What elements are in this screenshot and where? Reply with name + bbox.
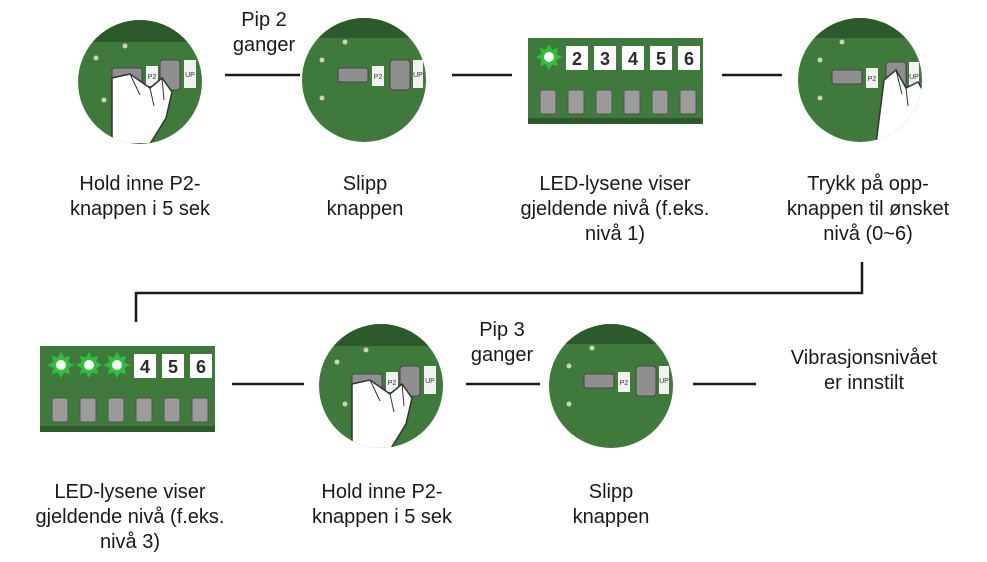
led-lit-icon	[56, 360, 66, 370]
led-number: 4	[140, 357, 150, 377]
led-switch	[135, 397, 153, 423]
led-lit-icon	[112, 360, 122, 370]
step4-image: P2 UP	[798, 18, 922, 142]
led-number: 6	[196, 357, 206, 377]
step7-image: P2 UP	[549, 324, 673, 448]
led-switch	[79, 397, 97, 423]
led-switch	[107, 397, 125, 423]
p2-label: P2	[868, 76, 877, 83]
step2-image: P2 UP	[302, 18, 426, 142]
connectors	[134, 73, 864, 386]
led-number: 5	[656, 49, 666, 69]
led-number: 5	[168, 357, 178, 377]
step1-caption: Hold inne P2-knappen i 5 sek	[69, 173, 211, 220]
up-label: UP	[659, 378, 669, 385]
p2-label: P2	[374, 74, 383, 81]
step1-image: P2 UP	[78, 20, 202, 144]
step6-caption: Hold inne P2-knappen i 5 sek	[311, 481, 453, 528]
step6-image: P2 UP	[319, 324, 443, 448]
connector-row-wrap	[134, 262, 864, 322]
led-number: 3	[600, 49, 610, 69]
led-lit-icon	[544, 52, 554, 62]
led-number: 4	[628, 49, 638, 69]
p2-label: P2	[620, 380, 629, 387]
led-switch	[595, 89, 613, 115]
led-switch	[191, 397, 209, 423]
p2-label: P2	[148, 74, 157, 81]
led-label-box	[190, 354, 212, 378]
led-switch	[163, 397, 181, 423]
led-number: 2	[572, 49, 582, 69]
led-label-box	[134, 354, 156, 378]
led-label-box	[678, 46, 700, 70]
up-label: UP	[425, 378, 435, 385]
up-label: UP	[413, 72, 423, 79]
led-label-box	[162, 354, 184, 378]
led-lit-icon	[84, 360, 94, 370]
up-label: UP	[185, 72, 195, 79]
hand-icon	[351, 379, 413, 448]
p2-label: P2	[388, 380, 397, 387]
led-label-box	[594, 46, 616, 70]
led-switch	[623, 89, 641, 115]
led-switch	[539, 89, 557, 115]
led-switch	[51, 397, 69, 423]
led-number: 6	[684, 49, 694, 69]
led-label-box	[566, 46, 588, 70]
hand-icon	[111, 73, 173, 144]
led-switch	[651, 89, 669, 115]
led-switch	[679, 89, 697, 115]
up-label: UP	[909, 74, 919, 81]
led-label-box	[622, 46, 644, 70]
led-switch	[567, 89, 585, 115]
led-label-box	[650, 46, 672, 70]
